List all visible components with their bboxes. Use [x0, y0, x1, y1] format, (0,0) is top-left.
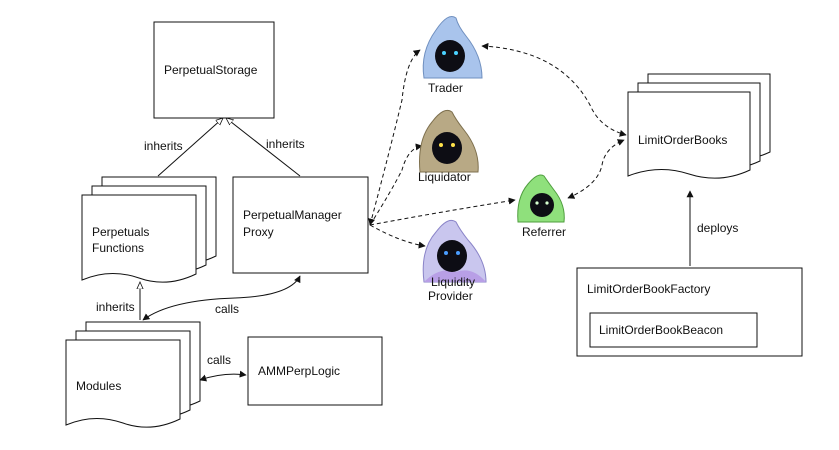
liquidator-label: Liquidator	[418, 170, 471, 184]
perpetual-manager-proxy-label-1: PerpetualManager	[243, 208, 342, 222]
edge-proxy-trader	[368, 49, 421, 226]
calls-edge-proxy	[142, 275, 301, 321]
amm-perp-logic-node[interactable]: AMMPerpLogic	[247, 336, 383, 406]
liquidator-actor[interactable]: Liquidator	[418, 109, 479, 184]
inherits-label-modules: inherits	[96, 300, 135, 314]
perpetual-manager-proxy-label-2: Proxy	[243, 225, 274, 239]
perpetual-storage-label: PerpetualStorage	[164, 63, 258, 77]
modules-label: Modules	[76, 379, 121, 393]
hooded-figure-icon	[419, 109, 479, 173]
calls-edge-amm	[199, 370, 247, 382]
hooded-figure-icon	[422, 219, 487, 283]
limit-order-book-factory-node[interactable]: LimitOrderBookFactory LimitOrderBookBeac…	[576, 267, 803, 357]
edge-referrer-orderbooks	[567, 139, 625, 199]
trader-label: Trader	[428, 81, 463, 95]
liquidity-provider-actor[interactable]: Liquidity Provider	[422, 219, 487, 303]
limit-order-books-node[interactable]: LimitOrderBooks	[627, 73, 771, 179]
actor-edges	[368, 42, 627, 249]
calls-label-amm: calls	[207, 353, 231, 367]
modules-node[interactable]: Modules	[65, 321, 201, 428]
inherits-edge-functions	[157, 118, 223, 177]
limit-order-books-label: LimitOrderBooks	[638, 133, 727, 147]
hooded-figure-icon	[517, 174, 565, 223]
edge-proxy-referrer	[369, 197, 516, 226]
limit-order-book-beacon-node[interactable]: LimitOrderBookBeacon	[589, 312, 758, 348]
referrer-actor[interactable]: Referrer	[517, 174, 566, 239]
amm-perp-logic-label: AMMPerpLogic	[258, 364, 340, 378]
liquidity-provider-label-2: Provider	[428, 289, 473, 303]
edge-trader-orderbooks	[481, 42, 627, 137]
liquidity-provider-label-1: Liquidity	[431, 275, 475, 289]
perpetual-manager-proxy-node[interactable]: PerpetualManager Proxy	[232, 176, 369, 274]
perpetuals-functions-label-2: Functions	[92, 241, 144, 255]
inherits-edge-proxy	[226, 118, 301, 177]
limit-order-book-beacon-label: LimitOrderBookBeacon	[599, 323, 723, 337]
edge-proxy-liquidity-provider	[369, 224, 426, 249]
edge-proxy-liquidator	[369, 143, 423, 226]
perpetual-storage-node[interactable]: PerpetualStorage	[153, 21, 275, 119]
trader-actor[interactable]: Trader	[422, 16, 483, 96]
perpetuals-functions-label-1: Perpetuals	[92, 225, 149, 239]
perpetuals-functions-node[interactable]: Perpetuals Functions	[81, 176, 217, 283]
deploys-label: deploys	[697, 221, 738, 235]
inherits-label-left: inherits	[144, 139, 183, 153]
hooded-figure-icon	[422, 16, 483, 79]
inherits-label-right: inherits	[266, 137, 305, 151]
inherits-edges	[140, 118, 301, 320]
calls-label-proxy: calls	[215, 302, 239, 316]
limit-order-book-factory-label: LimitOrderBookFactory	[587, 282, 710, 296]
referrer-label: Referrer	[522, 225, 566, 239]
